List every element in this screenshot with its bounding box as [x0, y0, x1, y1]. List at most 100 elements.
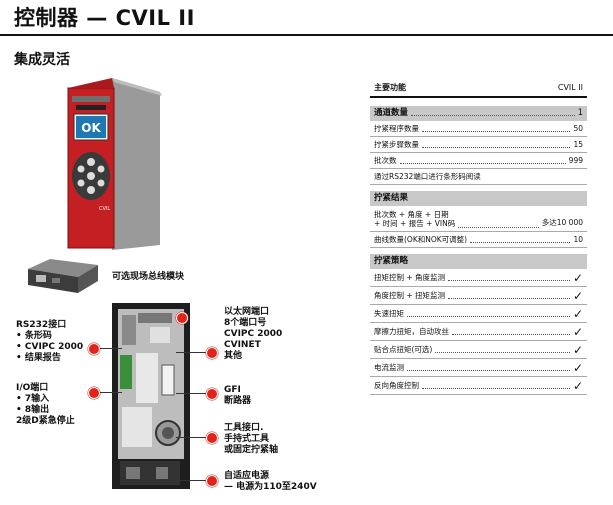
- check-icon: ✓: [572, 342, 583, 357]
- spec-row-label: 失速扭矩: [374, 309, 404, 318]
- spec-row-value: 10: [573, 235, 583, 244]
- tool-line-1: 工具接口.: [224, 423, 264, 433]
- spec-row-label: 通过RS232端口进行条形码阅读: [374, 172, 481, 181]
- spec-row-value: 50: [573, 124, 583, 133]
- spec-row-dots: [448, 274, 570, 281]
- spec-row-dots: [435, 346, 570, 353]
- spec-row-label: 拧紧程序数量: [374, 124, 419, 133]
- rs232-line-4: • 结果报告: [16, 353, 61, 363]
- tool-marker: [206, 432, 218, 444]
- tool-line-3: 或固定拧紧轴: [224, 445, 279, 455]
- ethernet-marker: [206, 347, 218, 359]
- gfi-line-2: 断路器: [224, 396, 252, 406]
- spec-row-dots: [399, 157, 566, 164]
- check-icon: ✓: [572, 324, 583, 339]
- spec-row: 曲线数量(OK和NOK可调整) 10: [370, 232, 587, 248]
- spec-row: 电流监测 ✓: [370, 359, 587, 377]
- spec-table: 主要功能 CVIL II 通道数量 1 拧紧程序数量 50 拧紧步骤数量 15 批次…: [370, 79, 587, 395]
- gfi-leader-line: [176, 393, 206, 394]
- spec-row-label: 摩擦力扭矩，自动攻丝: [374, 327, 449, 336]
- power-line-1: 自适应电源: [224, 471, 270, 481]
- spec-row-label-line-2: + 时间 + 报告 + VIN码: [374, 219, 456, 228]
- ethernet-line-2: 8个端口号: [224, 318, 267, 328]
- check-icon: ✓: [572, 270, 583, 285]
- io-callout: I/O端口 • 7输入 • 8输出 2级D紧急停止: [16, 383, 75, 427]
- rs232-leader-line: [100, 348, 122, 349]
- spec-row-dots: [422, 382, 570, 389]
- section-dots: [411, 108, 575, 116]
- gfi-callout: GFI 断路器: [224, 385, 251, 407]
- tool-leader-line: [176, 437, 206, 438]
- io-line-2: • 7输入: [16, 394, 50, 404]
- spec-row-value: 多达10 000: [541, 218, 583, 227]
- controller-device-image: OK CVIL: [67, 78, 162, 250]
- spec-table-header: 主要功能 CVIL II: [370, 79, 587, 96]
- check-icon: ✓: [572, 378, 583, 393]
- spec-header-rule: [370, 96, 587, 98]
- section-channels-value: 1: [577, 108, 583, 118]
- spec-row: 批次数 + 角度 + 日期 + 时间 + 报告 + VIN码 多达10 000: [370, 206, 587, 232]
- rs232-callout: RS232接口 • 条形码 • CVIPC 2000 • 结果报告: [16, 320, 83, 364]
- ethernet-line-4: CVINET: [224, 340, 261, 350]
- fieldbus-label: 可选现场总线模块: [112, 272, 185, 282]
- spec-row-dots: [422, 125, 571, 132]
- spec-row-label: 曲线数量(OK和NOK可调整): [374, 235, 468, 244]
- tool-callout: 工具接口. 手持式工具 或固定拧紧轴: [224, 423, 278, 456]
- spec-row-dots: [458, 221, 539, 228]
- page-subtitle: 集成灵活: [14, 52, 70, 68]
- spec-row-label: 批次数 + 角度 + 日期 + 时间 + 报告 + VIN码: [374, 210, 455, 228]
- spec-row-dots: [470, 236, 571, 243]
- ethernet-line-5: 其他: [224, 351, 243, 361]
- spec-row: 贴合点扭矩(可选) ✓: [370, 341, 587, 359]
- spec-row: 拧紧步骤数量 15: [370, 137, 587, 153]
- spec-row-value: 15: [573, 140, 583, 149]
- fieldbus-marker: [176, 312, 188, 324]
- tool-line-2: 手持式工具: [224, 434, 270, 444]
- gfi-line-1: GFI: [224, 385, 241, 395]
- rs232-line-1: RS232接口: [16, 320, 67, 330]
- io-line-3: • 8输出: [16, 405, 50, 415]
- spec-row: 摩擦力扭矩，自动攻丝 ✓: [370, 323, 587, 341]
- power-line-2: — 电源为110至240V: [224, 482, 317, 492]
- title-divider: [0, 34, 613, 36]
- spec-row: 批次数 999: [370, 153, 587, 169]
- ethernet-callout: 以太网端口 8个端口号 CVIPC 2000 CVINET 其他: [224, 307, 282, 362]
- check-icon: ✓: [572, 360, 583, 375]
- io-line-4: 2级D紧急停止: [16, 416, 75, 426]
- section-results: 拧紧结果: [370, 191, 587, 206]
- gfi-marker: [206, 388, 218, 400]
- back-panel-image: [112, 303, 190, 489]
- io-line-1: I/O端口: [16, 383, 49, 393]
- page-title: 控制器 — CVIL II: [14, 6, 195, 30]
- spec-row-label: 拧紧步骤数量: [374, 140, 419, 149]
- spec-row: 角度控制 + 扭矩监测✓: [370, 287, 587, 305]
- spec-row-dots: [452, 328, 570, 335]
- power-marker: [206, 475, 218, 487]
- power-leader-line: [176, 480, 206, 481]
- spec-row-dots: [407, 364, 570, 371]
- spec-row-dots: [448, 292, 570, 299]
- spec-row-value: 999: [568, 156, 583, 165]
- spec-row-label: 反向角度控制: [374, 381, 419, 390]
- spec-row: 拧紧程序数量 50: [370, 121, 587, 137]
- spec-header-label: 主要功能: [374, 83, 406, 92]
- rs232-line-2: • 条形码: [16, 331, 52, 341]
- spec-row-label: 电流监测: [374, 363, 404, 372]
- section-channels: 通道数量 1: [370, 106, 587, 121]
- ethernet-line-1: 以太网端口: [224, 307, 270, 317]
- spec-row: 通过RS232端口进行条形码阅读: [370, 169, 587, 185]
- spec-row-label: 角度控制 + 扭矩监测: [374, 291, 446, 300]
- spec-row-label: 贴合点扭矩(可选): [374, 345, 433, 354]
- check-icon: ✓: [572, 306, 583, 321]
- power-callout: 自适应电源 — 电源为110至240V: [224, 471, 317, 493]
- rs232-marker: [88, 343, 100, 355]
- rs232-line-3: • CVIPC 2000: [16, 342, 84, 352]
- spec-row-label: 批次数: [374, 156, 397, 165]
- spec-row-label: 扭矩控制 + 角度监测: [374, 273, 446, 282]
- spec-row: 失速扭矩 ✓: [370, 305, 587, 323]
- spec-row: 扭矩控制 + 角度监测 ✓: [370, 269, 587, 287]
- device-brand-text: CVIL: [99, 206, 110, 212]
- ethernet-leader-line: [176, 352, 206, 353]
- spec-header-value: CVIL II: [557, 83, 583, 92]
- spec-row-dots: [407, 310, 570, 317]
